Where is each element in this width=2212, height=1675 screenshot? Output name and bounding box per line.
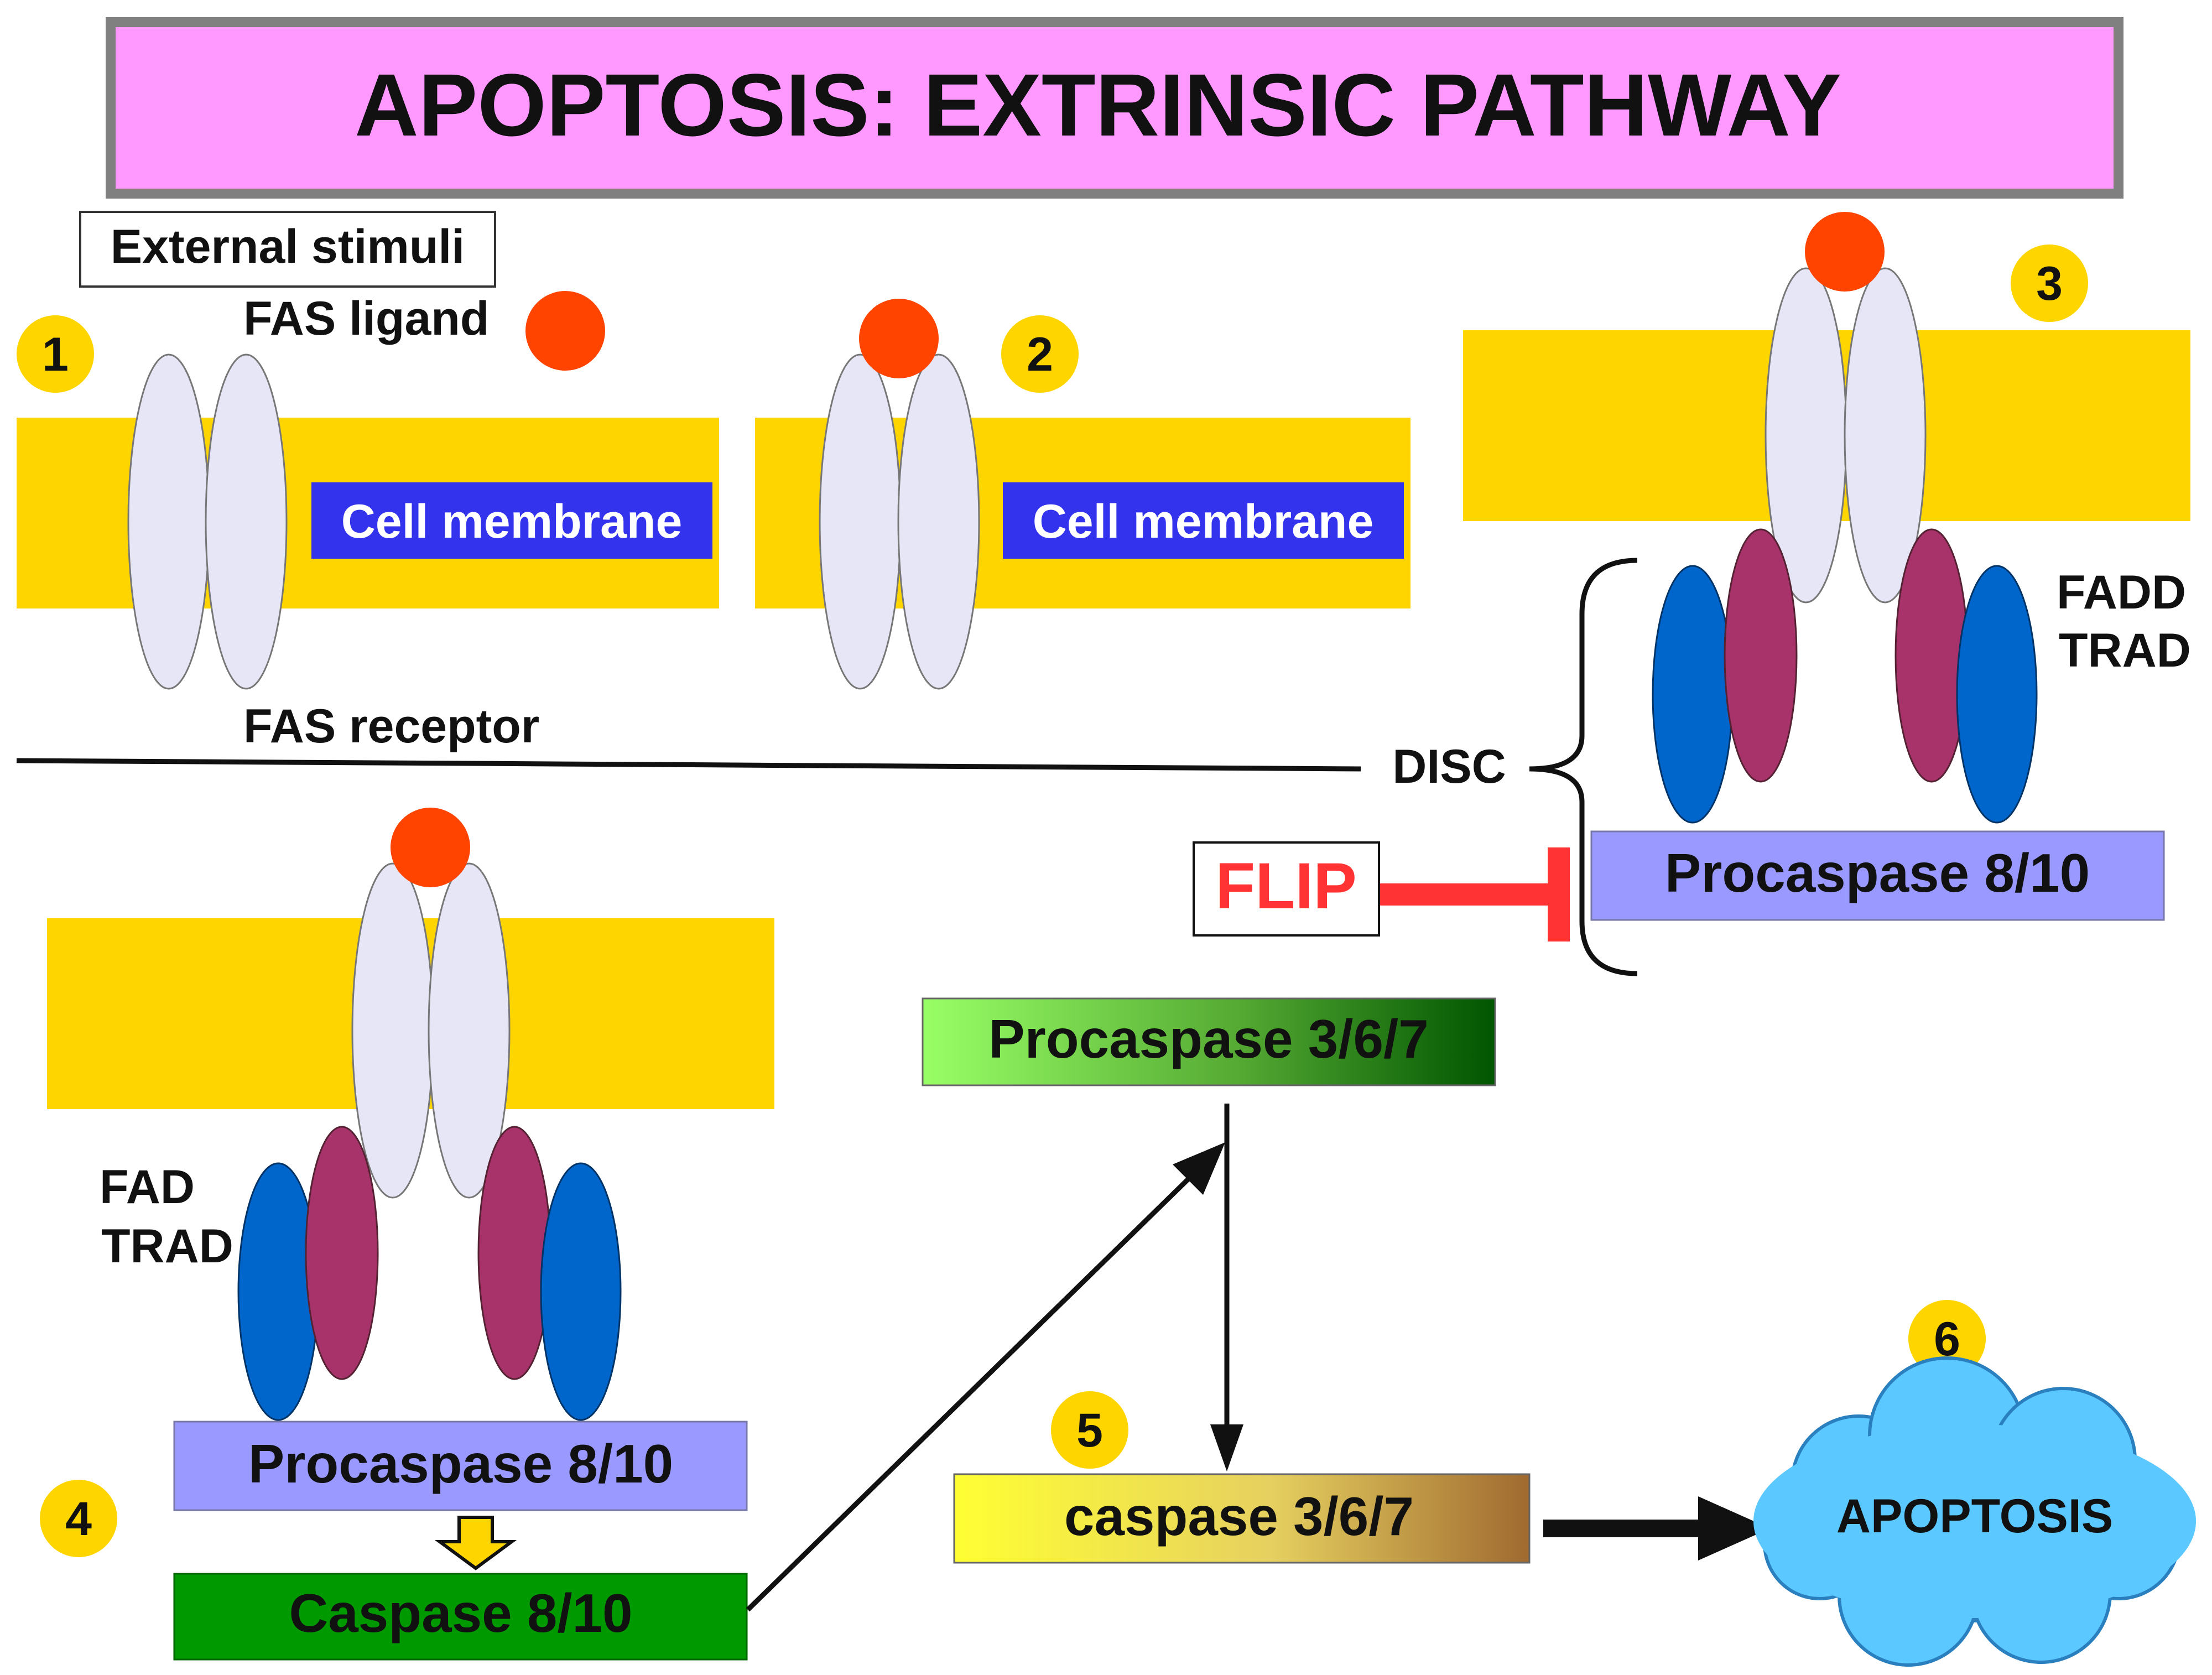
trad-4-left [237,1162,319,1421]
fas-receptor-4-right [428,862,511,1199]
procaspase-810-top-box [1590,830,2165,921]
page-title: APOPTOSIS: EXTRINSIC PATHWAY [355,55,1841,154]
step-badge-2 [999,313,1081,395]
external-stimuli-box [79,211,496,288]
trad-3-left [1652,565,1734,824]
cell-membrane-label-1: Cell membrane [341,495,683,548]
flip-label: FLIP [1215,850,1357,923]
procaspase-810-bottom-box [173,1421,748,1511]
procaspase-810-bottom-label: Procaspase 8/10 [248,1433,673,1494]
step-number-5: 5 [1076,1404,1103,1457]
fas-ligand-free [525,291,605,371]
external-stimuli-label: External stimuli [111,220,465,273]
step-badge-4 [38,1478,119,1559]
procaspase-to-caspase-arrowhead [1210,1424,1243,1471]
title-banner [106,17,2123,199]
apoptosis-label: APOPTOSIS [1836,1490,2113,1543]
trad-label-right: TRAD [2059,624,2191,677]
caspase-810-to-procaspase-arrow [746,1171,1197,1612]
step-badge-1 [14,313,96,395]
fas-receptor-4-left [351,862,434,1199]
fas-receptor-right [205,353,288,690]
fas-receptor-bound-right [897,353,980,690]
fas-receptor-left [127,353,210,690]
fad-label-left: FAD [100,1161,195,1214]
step-badge-5 [1049,1389,1131,1471]
activation-arrow-down [434,1516,517,1570]
procaspase-367-label: Procaspase 3/6/7 [988,1008,1428,1069]
caspase-810-box [173,1573,748,1661]
caspase-810-label: Caspase 8/10 [289,1583,632,1643]
fadd-4-left [305,1126,379,1380]
apoptosis-cloud [1753,1356,2196,1667]
disc-label: DISC [1392,740,1506,793]
cell-membrane-label-bg-1 [311,482,712,559]
fadd-label-right: FADD [2057,566,2186,619]
fas-receptor-3-right [1844,267,1927,604]
trad-label-left: TRAD [101,1220,233,1273]
caspase-to-apoptosis-arrowhead [1698,1496,1770,1560]
step-number-3: 3 [2036,257,2063,310]
caspase-367-box [953,1473,1531,1564]
caspase-367-label: caspase 3/6/7 [1064,1486,1414,1547]
cell-membrane-label-bg-2 [1003,482,1404,559]
procaspase-367-box [922,997,1496,1086]
step-number-1: 1 [42,328,69,381]
fas-ligand-bound-3 [1805,212,1885,292]
flip-box [1193,841,1380,937]
fas-ligand-label: FAS ligand [243,292,489,345]
trad-4-right [540,1162,622,1421]
fadd-4-right [477,1126,551,1380]
cell-membrane-label-2: Cell membrane [1033,495,1374,548]
trad-3-right [1956,565,2038,824]
fas-receptor-label: FAS receptor [243,700,539,753]
caspase-810-arrowhead [1173,1142,1225,1195]
fadd-3-left [1724,528,1798,783]
step-number-2: 2 [1027,328,1053,381]
step-number-4: 4 [65,1492,92,1546]
fadd-3-right [1894,528,1969,783]
fas-ligand-bound-2 [859,299,939,378]
separator-line [16,758,1361,772]
disc-brace [1529,558,1638,976]
fas-receptor-bound-left [819,353,902,690]
fas-ligand-bound-4 [391,808,470,887]
procaspase-810-top-label: Procaspase 8/10 [1665,842,2090,903]
step-badge-3 [2008,242,2090,324]
